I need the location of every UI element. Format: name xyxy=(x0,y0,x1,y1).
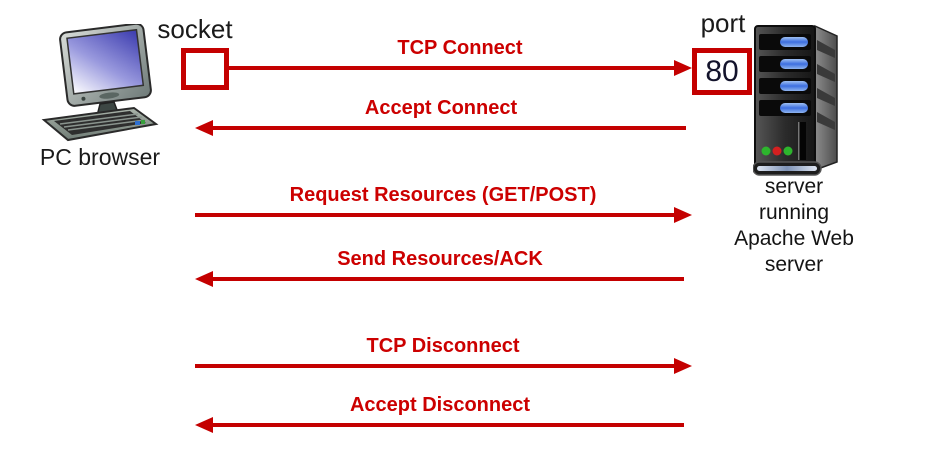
arrow-left-icon xyxy=(195,120,686,136)
arrowhead-icon xyxy=(674,207,692,223)
message-accept-disconnect: Accept Disconnect xyxy=(195,394,684,433)
port-label: port xyxy=(700,8,746,38)
port-box: 80 xyxy=(692,48,752,95)
arrow-left-icon xyxy=(195,417,684,433)
message-tcp-connect: TCP Connect xyxy=(229,37,692,76)
arrowhead-icon xyxy=(674,60,692,76)
socket-label: socket xyxy=(157,14,233,44)
arrow-right-icon xyxy=(229,60,692,76)
arrowhead-icon xyxy=(195,417,213,433)
message-label: Accept Connect xyxy=(364,97,518,119)
message-label: Send Resources/ACK xyxy=(337,248,543,270)
message-tcp-disconnect: TCP Disconnect xyxy=(195,335,692,374)
arrow-left-icon xyxy=(195,271,684,287)
server-caption-line: server xyxy=(764,253,824,276)
arrowhead-icon xyxy=(195,271,213,287)
message-label: TCP Connect xyxy=(397,37,523,59)
server-caption: server running Apache Web server xyxy=(724,174,864,278)
pc-browser-label: PC browser xyxy=(39,144,161,170)
arrow-right-icon xyxy=(195,207,692,223)
server-caption-line: server xyxy=(764,175,824,198)
server-caption-line: Apache Web xyxy=(734,227,854,250)
message-request-resources: Request Resources (GET/POST) xyxy=(195,184,692,223)
server-tower-icon xyxy=(753,24,838,176)
message-label: TCP Disconnect xyxy=(366,335,520,357)
message-label: Request Resources (GET/POST) xyxy=(289,184,597,206)
arrowhead-icon xyxy=(195,120,213,136)
message-accept-connect: Accept Connect xyxy=(195,97,686,136)
socket-box xyxy=(181,48,229,90)
arrowhead-icon xyxy=(674,358,692,374)
message-label: Accept Disconnect xyxy=(349,394,531,416)
arrow-right-icon xyxy=(195,358,692,374)
desktop-computer-icon xyxy=(41,24,159,142)
port-number: 80 xyxy=(705,54,739,88)
message-send-resources: Send Resources/ACK xyxy=(195,248,684,287)
server-caption-line: running xyxy=(758,201,830,224)
